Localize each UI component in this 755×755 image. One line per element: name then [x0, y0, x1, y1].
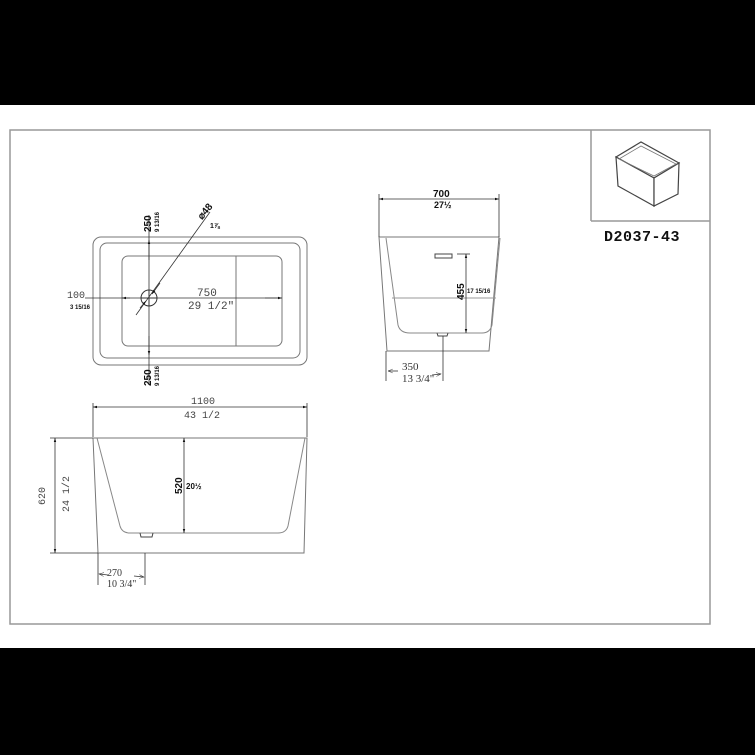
- side-drain-in: 10 3/4": [107, 579, 136, 590]
- end-width-in: 27½: [434, 200, 452, 210]
- bottom-drain-offset-mm: 250: [143, 369, 154, 386]
- end-depth-mm: 455: [456, 283, 467, 300]
- side-view: [92, 437, 308, 554]
- top-drain-offset-in: 9 13/16: [155, 211, 161, 232]
- end-view-dimensions: [378, 194, 500, 381]
- side-depth-in: 20½: [186, 482, 202, 491]
- end-view: [378, 236, 501, 352]
- isometric-bathtub-icon: [614, 141, 681, 208]
- end-width-mm: 700: [433, 189, 450, 200]
- side-drain-offset-in: 3 15/16: [70, 305, 91, 311]
- side-depth-mm: 520: [174, 477, 185, 494]
- side-view-dimensions: [50, 403, 308, 585]
- side-height-in: 24 1/2: [61, 476, 73, 512]
- drawing-sheet: [0, 105, 755, 648]
- side-height-mm: 620: [38, 487, 49, 505]
- end-drain-in: 13 3/4": [402, 373, 434, 385]
- end-depth-in: 17 15/16: [467, 289, 491, 295]
- drain-diameter-mm: ⌀48: [196, 201, 216, 222]
- side-length-in: 43 1/2: [184, 410, 220, 422]
- top-view-dimensions: [85, 211, 282, 385]
- side-length-mm: 1100: [191, 397, 215, 408]
- side-drain-mm: 270: [107, 568, 122, 579]
- end-drain-mm: 350: [402, 361, 419, 373]
- bottom-drain-offset-in: 9 13/16: [155, 365, 161, 386]
- drawing-frame: [9, 129, 711, 625]
- model-number: D2037-43: [604, 229, 681, 246]
- drain-diameter-in: 1⅞: [210, 223, 221, 230]
- top-length-mm: 750: [197, 288, 217, 300]
- top-length-in: 29 1/2": [188, 301, 234, 313]
- top-drain-offset-mm: 250: [143, 215, 154, 232]
- side-drain-offset-mm: 100: [67, 291, 85, 302]
